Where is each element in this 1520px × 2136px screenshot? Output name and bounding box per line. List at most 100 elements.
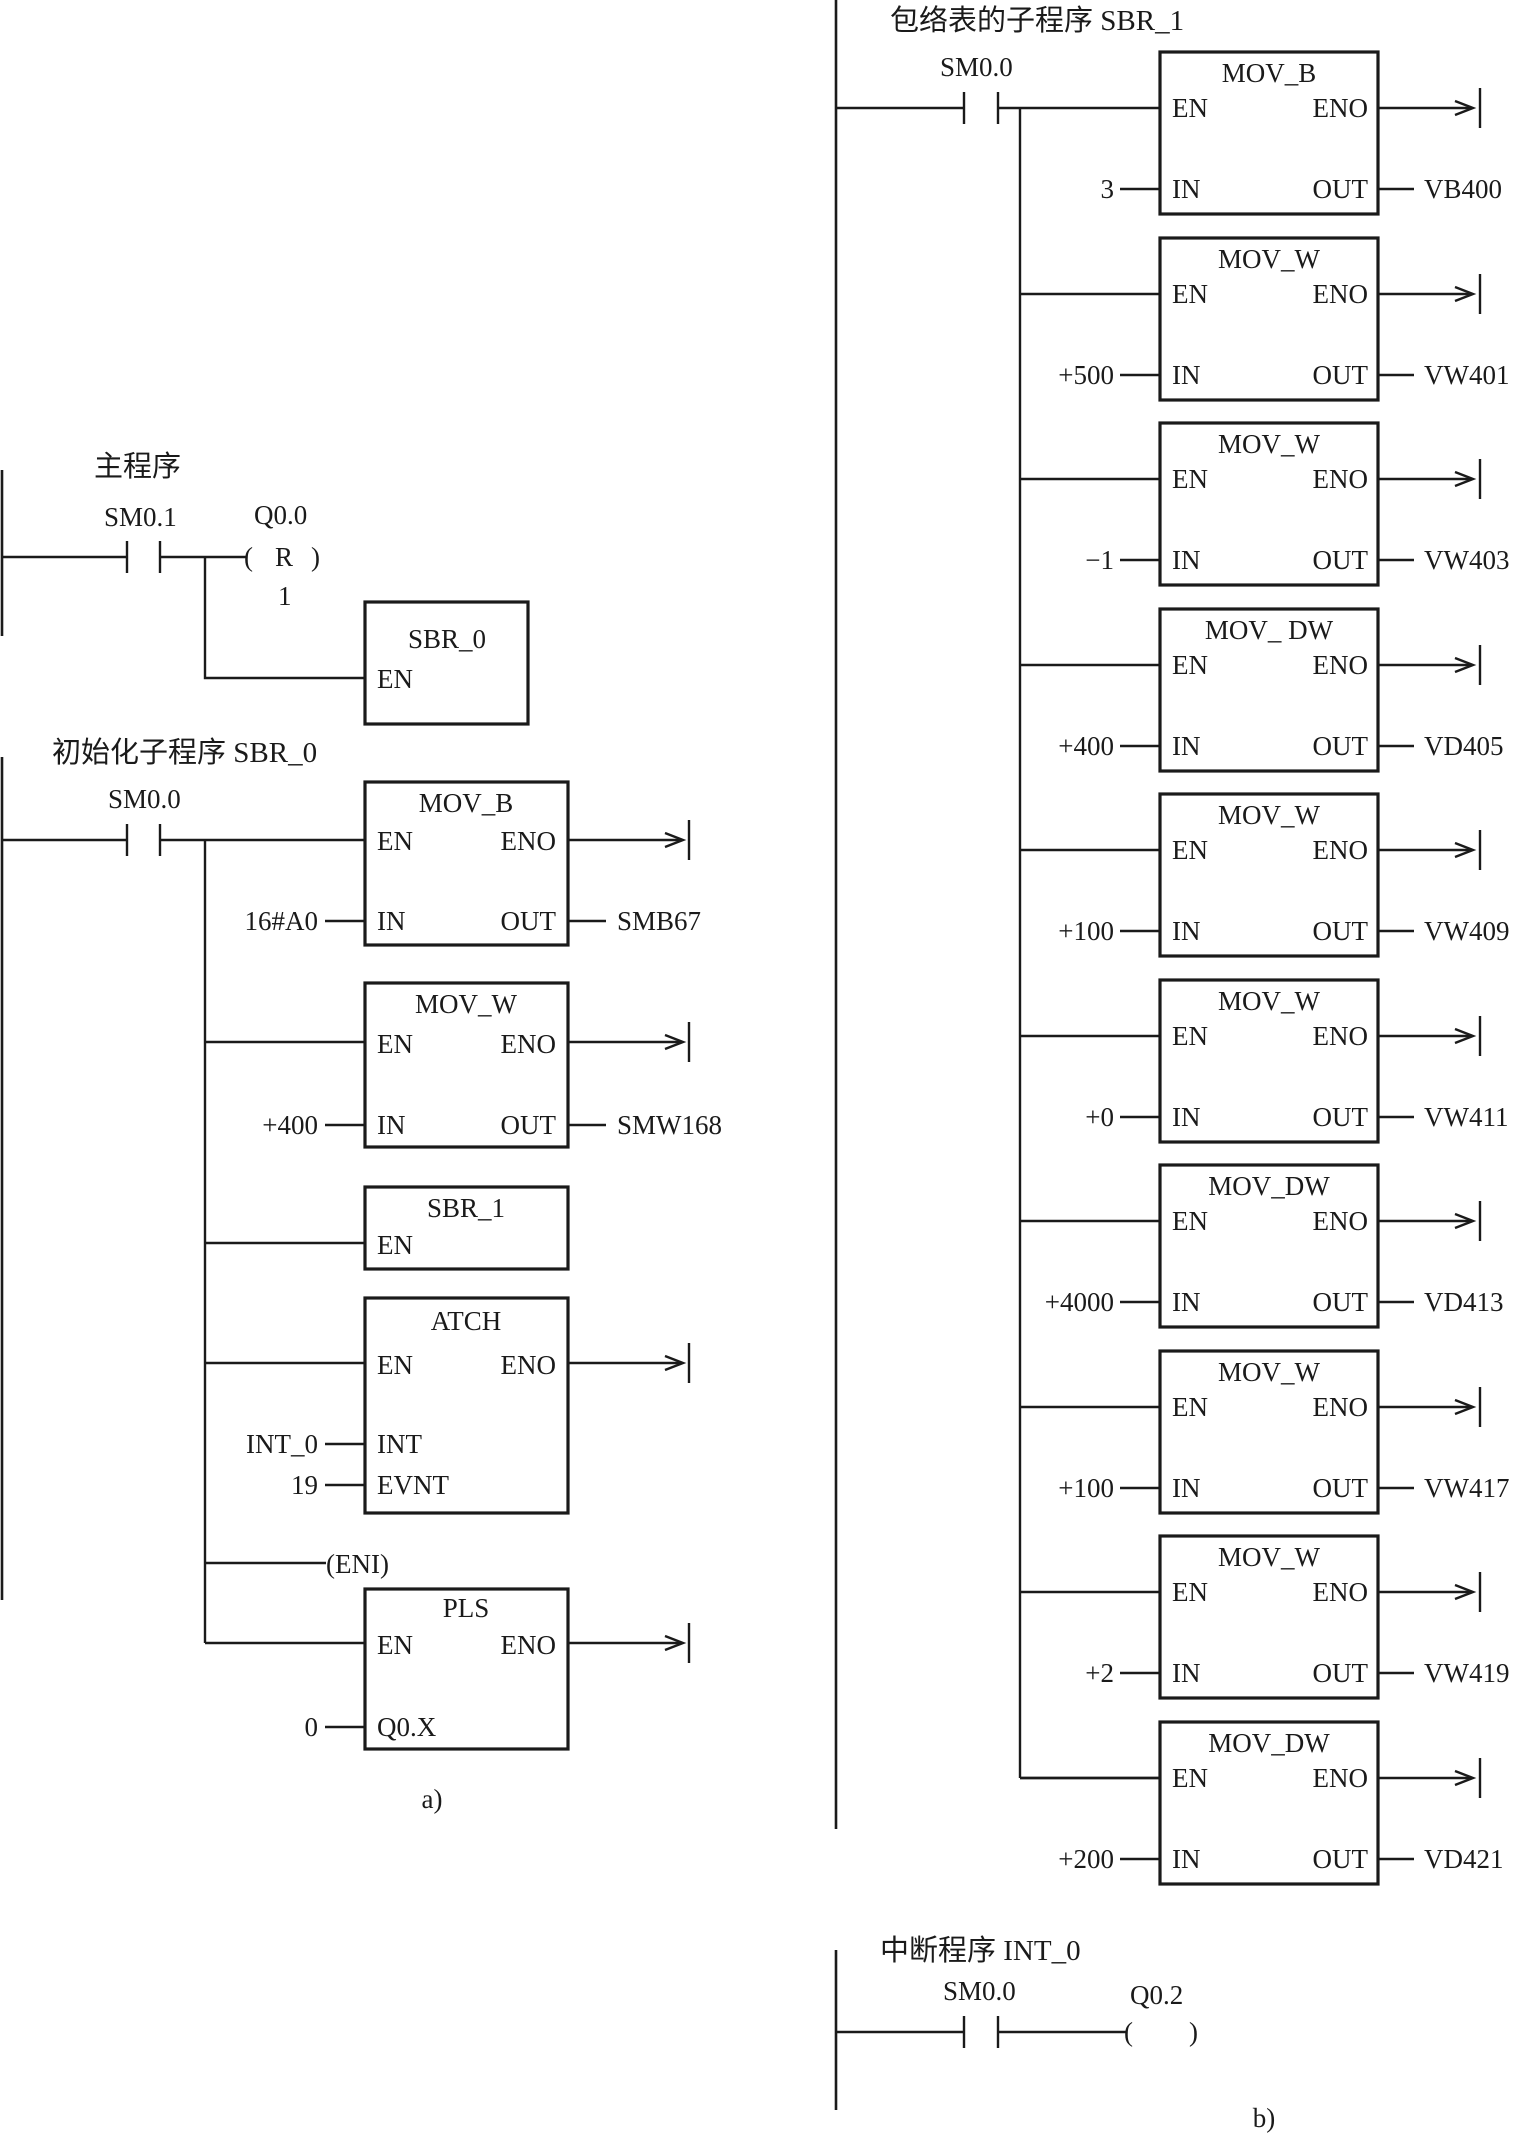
eno-pin: ENO	[1313, 1392, 1369, 1422]
in-value: −1	[1085, 545, 1114, 575]
eno-pin: ENO	[1313, 650, 1369, 680]
in-value: +500	[1058, 360, 1114, 390]
svg-text:Q0.X: Q0.X	[377, 1712, 437, 1742]
en-pin: EN	[1172, 464, 1208, 494]
eno-pin: ENO	[1313, 1577, 1369, 1607]
caption-a: a)	[422, 1784, 443, 1814]
svg-text:INT_0: INT_0	[246, 1429, 318, 1459]
eno-pin: ENO	[1313, 1206, 1369, 1236]
init-subroutine-title: 初始化子程序 SBR_0	[52, 736, 317, 769]
svg-text:EN: EN	[377, 1350, 413, 1380]
arrow-icon	[1454, 656, 1477, 674]
svg-text:OUT: OUT	[501, 1110, 557, 1140]
table-subroutine-title: 包络表的子程序 SBR_1	[890, 4, 1184, 37]
svg-text:MOV_B: MOV_B	[419, 788, 514, 818]
eni-coil: (ENI)	[326, 1549, 389, 1579]
out-address: VB400	[1424, 174, 1502, 204]
table-block-name: MOV_DW	[1208, 1728, 1330, 1758]
en-pin: EN	[1172, 650, 1208, 680]
svg-text:0: 0	[305, 1712, 319, 1742]
out-pin: OUT	[1313, 1473, 1369, 1503]
table-block-name: MOV_W	[1218, 429, 1321, 459]
in-pin: IN	[1172, 1473, 1201, 1503]
in-value: +100	[1058, 1473, 1114, 1503]
arrow-icon	[1454, 470, 1477, 488]
out-pin: OUT	[1313, 1844, 1369, 1874]
svg-text:MOV_W: MOV_W	[415, 989, 518, 1019]
arrow-icon	[1454, 1398, 1477, 1416]
en-pin: EN	[1172, 1763, 1208, 1793]
in-value: +2	[1085, 1658, 1114, 1688]
out-pin: OUT	[1313, 1658, 1369, 1688]
arrow-icon	[1454, 1769, 1477, 1787]
main-contact-label: SM0.1	[104, 502, 177, 532]
out-pin: OUT	[1313, 545, 1369, 575]
svg-text:EVNT: EVNT	[377, 1470, 449, 1500]
svg-text:+400: +400	[262, 1110, 318, 1140]
out-address: VW411	[1424, 1102, 1508, 1132]
out-pin: OUT	[1313, 1102, 1369, 1132]
in-pin: IN	[1172, 1658, 1201, 1688]
init-mov-b-block: MOV_B EN ENO IN OUT 16#A0 SMB67	[245, 780, 701, 947]
out-address: VW409	[1424, 916, 1509, 946]
table-block-name: MOV_ DW	[1205, 615, 1334, 645]
eno-pin: ENO	[1313, 279, 1369, 309]
svg-text:ENO: ENO	[501, 1029, 557, 1059]
out-address: VD421	[1424, 1844, 1504, 1874]
in-pin: IN	[1172, 1844, 1201, 1874]
svg-text:): )	[311, 542, 320, 572]
svg-text:ENO: ENO	[501, 1630, 557, 1660]
arrow-icon	[1454, 841, 1477, 859]
in-value: 3	[1101, 174, 1115, 204]
table-block-name: MOV_B	[1222, 58, 1317, 88]
reset-coil-icon: (	[244, 542, 253, 572]
out-address: VW417	[1424, 1473, 1509, 1503]
interrupt-title: 中断程序 INT_0	[880, 1934, 1081, 1967]
main-program-rung: 主程序 SM0.1 ( R ) Q0.0 1 SBR_0 EN	[0, 450, 530, 726]
out-pin: OUT	[1313, 174, 1369, 204]
sbr1-call-block: SBR_1 EN	[205, 1185, 570, 1271]
svg-text:ATCH: ATCH	[431, 1306, 502, 1336]
svg-text:19: 19	[291, 1470, 318, 1500]
en-pin: EN	[1172, 1577, 1208, 1607]
svg-text:SBR_1: SBR_1	[427, 1193, 505, 1223]
svg-text:INT: INT	[377, 1429, 422, 1459]
in-value: +400	[1058, 731, 1114, 761]
init-subroutine: 初始化子程序 SBR_0 SM0.0 MOV_B EN ENO IN OUT 1…	[0, 736, 722, 1814]
output-coil-icon: (	[1124, 2017, 1133, 2047]
pls-block: PLS EN ENO Q0.X 0	[205, 1587, 691, 1751]
interrupt-coil-address: Q0.2	[1130, 1980, 1183, 2010]
arrow-icon	[664, 831, 687, 849]
in-pin: IN	[1172, 1102, 1201, 1132]
svg-text:IN: IN	[377, 1110, 406, 1140]
en-pin: EN	[1172, 279, 1208, 309]
init-contact-label: SM0.0	[108, 784, 181, 814]
main-program-title: 主程序	[94, 450, 181, 483]
table-block-name: MOV_W	[1218, 1542, 1321, 1572]
table-block-name: MOV_W	[1218, 800, 1321, 830]
main-coil-op: R	[275, 542, 293, 572]
atch-block: ATCH EN ENO INT EVNT INT_0 19	[205, 1296, 691, 1515]
arrow-icon	[1454, 1212, 1477, 1230]
out-address: VD413	[1424, 1287, 1504, 1317]
sbr0-call-block	[363, 600, 530, 726]
svg-text:16#A0: 16#A0	[245, 906, 319, 936]
svg-text:OUT: OUT	[501, 906, 557, 936]
table-block-name: MOV_DW	[1208, 1171, 1330, 1201]
eno-pin: ENO	[1313, 1021, 1369, 1051]
svg-text:ENO: ENO	[501, 1350, 557, 1380]
svg-text:EN: EN	[377, 664, 413, 694]
svg-text:IN: IN	[377, 906, 406, 936]
arrow-icon	[1454, 1583, 1477, 1601]
in-value: +0	[1085, 1102, 1114, 1132]
interrupt-contact-label: SM0.0	[943, 1976, 1016, 2006]
arrow-icon	[664, 1033, 687, 1051]
